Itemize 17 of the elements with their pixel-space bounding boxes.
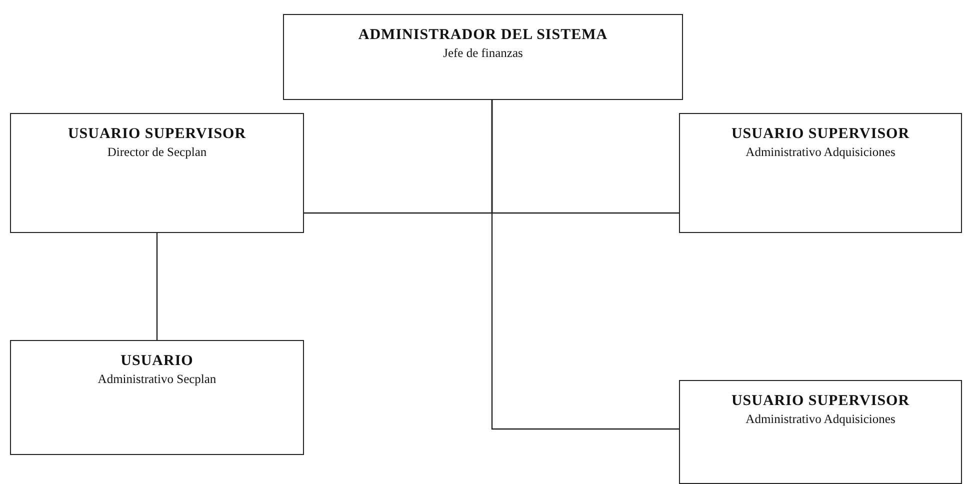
position-name: Director de Secplan <box>107 145 207 160</box>
org-box <box>283 14 683 100</box>
position-name: Administrativo Secplan <box>98 372 216 387</box>
position-name: Jefe de finanzas <box>443 46 523 61</box>
connector-line <box>491 100 679 430</box>
role-title: ADMINISTRADOR DEL SISTEMA <box>358 27 608 44</box>
org-box <box>679 113 962 233</box>
position-name: Administrativo Adquisiciones <box>746 412 896 427</box>
position-name: Administrativo Adquisiciones <box>746 145 896 160</box>
role-title: USUARIO SUPERVISOR <box>731 393 910 410</box>
org-box <box>679 380 962 484</box>
role-title: USUARIO SUPERVISOR <box>68 126 246 143</box>
connector-line <box>156 233 158 340</box>
org-box <box>10 340 304 455</box>
role-title: USUARIO <box>120 353 194 370</box>
role-title: USUARIO SUPERVISOR <box>731 126 910 143</box>
org-box <box>10 113 304 233</box>
